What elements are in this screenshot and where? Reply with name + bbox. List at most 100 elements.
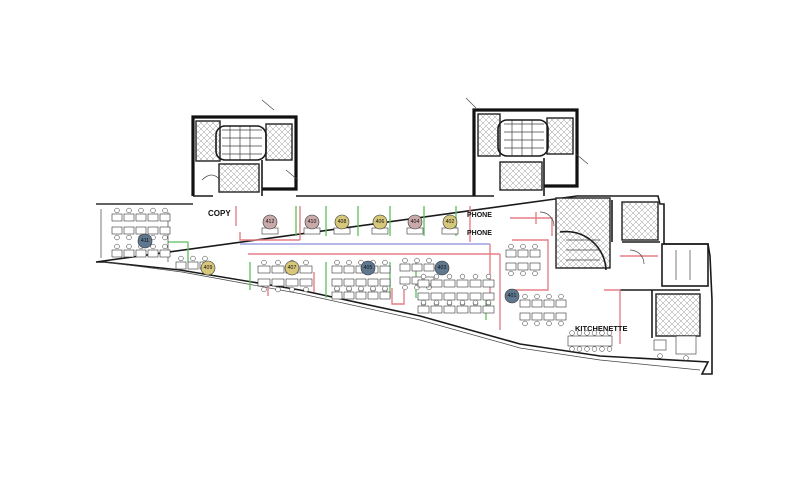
chair: [446, 273, 453, 280]
chair: [508, 243, 514, 250]
desk: [135, 213, 147, 222]
chair: [522, 320, 528, 327]
office-badge-circle: [304, 214, 320, 230]
chair: [303, 259, 309, 266]
desk: [543, 312, 555, 321]
chair: [334, 285, 340, 292]
chair: [508, 270, 514, 277]
chair: [162, 243, 168, 250]
chair: [534, 293, 540, 300]
chair: [546, 320, 552, 327]
desk: [531, 299, 543, 308]
chair: [358, 285, 364, 292]
desk: [257, 278, 271, 287]
desk: [123, 226, 135, 235]
desk: [443, 292, 456, 301]
office-badge: 411: [137, 233, 153, 249]
desk: [505, 249, 517, 258]
chair: [534, 320, 540, 327]
desk: [529, 262, 541, 271]
chair: [275, 286, 281, 293]
chair: [289, 286, 295, 293]
desk: [111, 213, 123, 222]
chair: [261, 259, 267, 266]
desk: [417, 292, 430, 301]
desk: [456, 279, 469, 288]
desk: [159, 226, 171, 235]
chair: [382, 285, 388, 292]
chair: [606, 330, 613, 336]
desk: [675, 335, 697, 355]
desk: [399, 263, 411, 272]
office-badge-circle: [137, 233, 153, 249]
chair: [576, 330, 583, 336]
desk: [417, 279, 430, 288]
chair: [126, 234, 132, 241]
desk: [555, 312, 567, 321]
desk: [343, 265, 355, 274]
chair: [569, 330, 575, 336]
desk: [331, 291, 343, 300]
chair: [138, 207, 144, 214]
office-badge: 408: [334, 214, 350, 230]
chair: [382, 259, 388, 266]
chair: [584, 330, 590, 336]
service-core: [510, 197, 709, 344]
chair: [446, 299, 453, 306]
desk: [257, 265, 271, 274]
desk: [355, 291, 367, 300]
desk: [379, 278, 391, 287]
desk: [443, 279, 456, 288]
chair: [599, 330, 605, 336]
kitchenette-label: KITCHENETTE: [575, 324, 628, 333]
chair: [114, 243, 120, 250]
chair: [162, 207, 168, 214]
chair: [126, 243, 132, 250]
office-badge-circle: [360, 260, 376, 276]
chair: [178, 255, 184, 262]
desk: [331, 278, 343, 287]
desk: [555, 299, 567, 308]
desk: [285, 278, 299, 287]
desk: [123, 213, 135, 222]
chair: [261, 286, 267, 293]
chair: [114, 234, 120, 241]
phone-room-label-2: PHONE: [467, 230, 492, 237]
office-badge-circle: [334, 214, 350, 230]
desk: [469, 279, 482, 288]
chair: [459, 273, 466, 280]
desk: [299, 278, 313, 287]
desk: [482, 305, 495, 314]
chair: [150, 207, 156, 214]
desk: [430, 292, 443, 301]
office-badge: 403: [434, 260, 450, 276]
desk: [567, 335, 613, 347]
desk: [482, 279, 495, 288]
desk: [456, 305, 469, 314]
chair: [334, 259, 340, 266]
desk: [159, 213, 171, 222]
office-number: 401: [508, 293, 517, 299]
desk: [331, 265, 343, 274]
desk: [299, 265, 313, 274]
desk: [343, 291, 355, 300]
chair: [162, 234, 168, 241]
office-number: 409: [204, 265, 213, 271]
chair: [433, 273, 440, 280]
office-number: 402: [446, 219, 455, 225]
desk: [653, 339, 667, 351]
office-badge: 409: [200, 260, 216, 276]
chair: [402, 257, 408, 264]
office-badge: 401: [504, 288, 520, 304]
desk: [517, 262, 529, 271]
desk: [367, 291, 379, 300]
office-badge-circle: [434, 260, 450, 276]
office-number: 408: [338, 219, 347, 225]
desk: [519, 312, 531, 321]
chair: [532, 270, 538, 277]
office-number: 403: [438, 265, 447, 271]
chair: [346, 259, 352, 266]
desk: [423, 263, 435, 272]
chair: [275, 259, 281, 266]
